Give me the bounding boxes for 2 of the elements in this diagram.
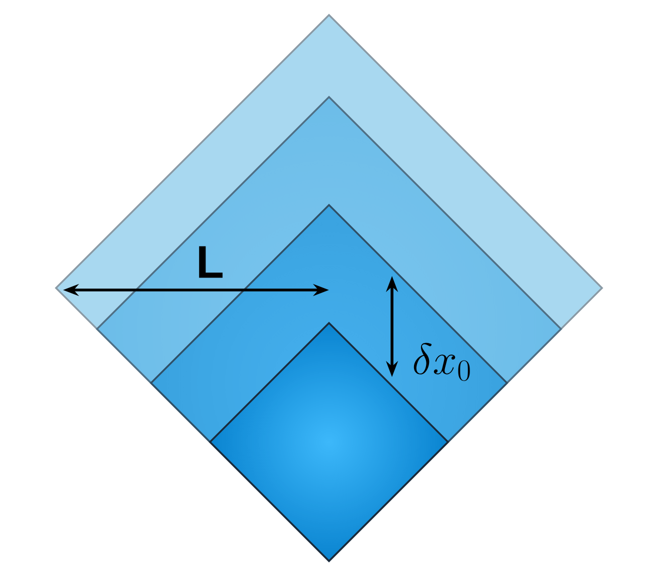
dimension-label: $\delta x_0$	[414, 342, 470, 381]
dimension-label: L	[199, 246, 223, 278]
